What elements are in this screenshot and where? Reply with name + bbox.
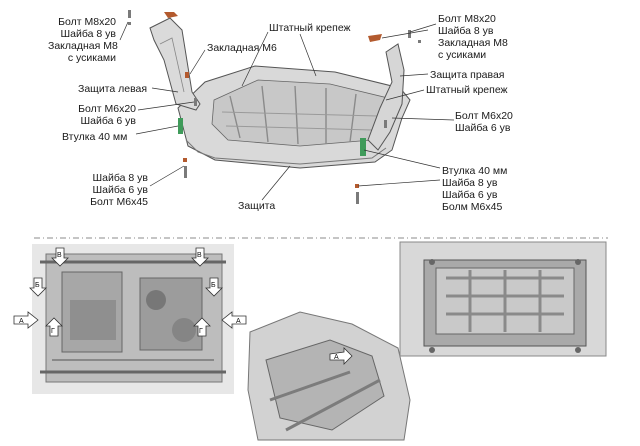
callout-v-1: В [57,252,62,259]
fasteners [128,10,421,204]
label-right-mid: Болт М6х20 Шайба 6 ув [455,110,513,134]
label-left-mid: Болт М6х20 Шайба 6 ув [78,103,136,127]
label-guard-right: Защита правая [430,69,505,81]
right-guard-plate [367,43,405,151]
label-insert-m6: Закладная М6 [207,42,277,54]
callout-g-1: Г [51,328,55,335]
callout-b-2: Б [211,282,216,289]
label-left-bottom: Шайба 8 ув Шайба 6 ув Болт М6х45 [90,172,148,208]
label-guard-left: Защита левая [78,83,148,95]
leader-lines [119,21,455,201]
callout-markers-left [13,247,247,337]
installed-guard-view [399,241,607,357]
label-std-fastener-top: Штатный крепеж [269,22,351,34]
callout-a-3: А [334,354,339,361]
main-guard-plate [177,65,411,169]
callout-a-1: А [19,318,24,325]
label-right-top: Болт М8х20 Шайба 8 ув Закладная М8 с уси… [438,13,508,61]
label-guard-center: Защита [238,200,276,212]
label-std-fastener-right: Штатный крепеж [426,84,508,96]
callout-v-2: В [197,252,202,259]
engine-bay-left-view [32,244,234,394]
callout-letters-left: В В Б Б А А Г Г [19,252,241,335]
callout-a-2: А [236,318,241,325]
left-guard-plate [149,17,201,111]
detail-view-center: А [247,311,411,441]
label-right-bottom: Втулка 40 мм Шайба 8 ув Шайба 6 ув Болм … [442,165,508,213]
label-left-top: Болт М8х20 Шайба 8 ув Закладная М8 с уси… [48,16,118,64]
callout-b-1: Б [35,282,40,289]
callout-g-2: Г [199,328,203,335]
label-bushing-left: Втулка 40 мм [62,131,128,143]
